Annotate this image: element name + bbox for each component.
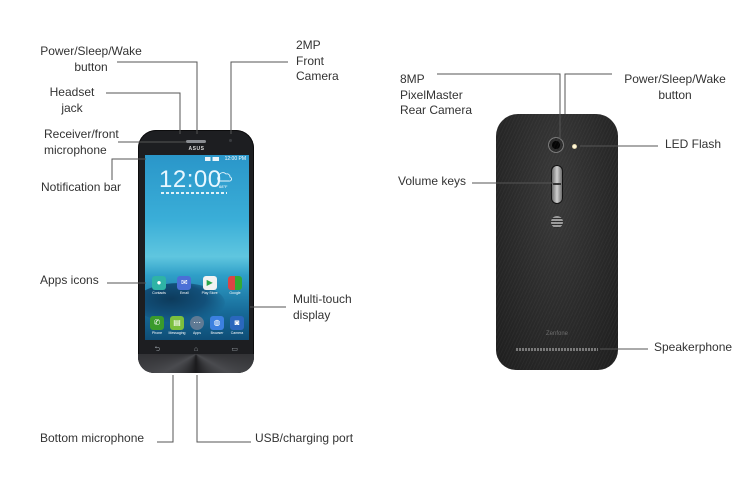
label-volume-keys: Volume keys [398,174,467,188]
speaker-grille [516,348,598,351]
messaging-icon: ▤ [170,316,184,330]
contacts-icon: ● [152,276,166,290]
label-line: Rear Camera [400,103,473,117]
app-label: Google [229,291,241,295]
app-google-folder[interactable]: Google [225,276,245,296]
app-contacts[interactable]: ● Contacts [149,276,169,296]
google-folder-icon [227,276,242,290]
notification-bar: 12:00 PM [145,155,249,163]
volume-keys [552,166,562,203]
app-label: Messaging [168,331,186,335]
lockscreen-clock: 12:00 [159,166,222,193]
label-line: Headset [49,85,95,99]
app-label: Play Store [201,291,218,295]
label-line: jack [61,100,83,115]
concentric-chin [138,354,254,373]
label-receiver: Receiver/front microphone [44,127,119,158]
label-front-camera: 2MP Front Camera [296,38,339,85]
front-camera-lens [229,139,232,142]
app-label: Email [179,291,189,295]
cloud-icon [217,172,232,182]
receiver-grille [186,140,206,143]
label-speakerphone: Speakerphone [654,340,733,354]
app-browser[interactable]: ◍ Browser [207,316,227,336]
label-line: Receiver/front [44,127,119,141]
label-headset: Headset jack [40,85,104,116]
label-line: Power/Sleep/Wake [40,44,142,58]
temperature: 68°F [219,184,228,189]
app-label: Browser [210,331,224,335]
label-power-front: Power/Sleep/Wake button [35,44,147,75]
label-notification-bar: Notification bar [41,180,122,194]
label-apps-icons: Apps icons [40,273,99,287]
date-line [161,192,227,194]
att-logo-icon [551,216,563,228]
play-store-icon: ▶ [202,276,217,290]
app-label: Contacts [152,291,166,295]
phone-icon: ✆ [150,316,164,330]
rear-camera-lens [548,137,564,153]
app-label: Phone [151,331,163,335]
app-phone[interactable]: ✆ Phone [147,316,167,336]
app-messaging[interactable]: ▤ Messaging [167,316,187,336]
phone-back: Zenfone [496,114,618,370]
leader-usb [196,375,251,443]
label-line: button [74,59,108,74]
status-time: 12:00 PM [224,156,246,162]
label-led-flash: LED Flash [665,137,722,151]
label-bottom-microphone: Bottom microphone [40,431,145,445]
display-screen: 12:00 PM 12:00 68°F ● Contacts ✉ Email ▶… [145,155,249,340]
label-line: Front [296,53,325,68]
app-camera[interactable]: ◙ Camera [227,316,247,336]
label-line: button [658,87,692,102]
label-line: Power/Sleep/Wake [624,72,726,86]
app-label: Apps [193,331,201,335]
label-line: display [293,307,331,322]
asus-logo: ASUS [188,146,205,152]
recent-apps-key-icon[interactable]: ▭ [231,345,238,353]
camera-icon: ◙ [230,316,244,330]
label-line: 2MP [296,38,321,52]
label-line: Multi-touch [293,292,352,306]
led-flash [572,144,577,149]
app-play-store[interactable]: ▶ Play Store [200,276,220,296]
leader-power-back [564,73,612,114]
label-line: microphone [44,142,107,157]
signal-battery-icon [205,157,219,161]
label-line: Camera [296,69,339,83]
label-usb-port: USB/charging port [255,431,354,445]
home-key-icon[interactable]: ⌂ [193,345,199,353]
label-multitouch-display: Multi-touch display [293,292,352,323]
navigation-bar: ⮌ ⌂ ▭ [138,340,254,358]
app-all-apps[interactable]: ⋯ Apps [187,316,207,336]
home-app-row: ● Contacts ✉ Email ▶ Play Store Google [149,276,245,296]
phone-front: ASUS 12:00 PM 12:00 68°F ● Contacts ✉ Em… [138,130,254,373]
app-label: Camera [230,331,244,335]
label-line: 8MP [400,72,425,86]
label-power-back: Power/Sleep/Wake button [619,72,731,103]
email-icon: ✉ [177,276,192,290]
dock-app-row: ✆ Phone ▤ Messaging ⋯ Apps ◍ Browser ◙ C… [147,316,247,336]
leader-bottom-mic [157,375,174,443]
zenfone-brand: Zenfone [545,331,569,337]
browser-icon: ◍ [210,316,224,330]
label-rear-camera: 8MP PixelMaster Rear Camera [400,72,472,119]
app-email[interactable]: ✉ Email [174,276,194,296]
all-apps-icon: ⋯ [190,316,204,330]
leader-front-camera [230,61,288,134]
back-key-icon[interactable]: ⮌ [154,345,161,353]
label-line: PixelMaster [400,87,463,102]
